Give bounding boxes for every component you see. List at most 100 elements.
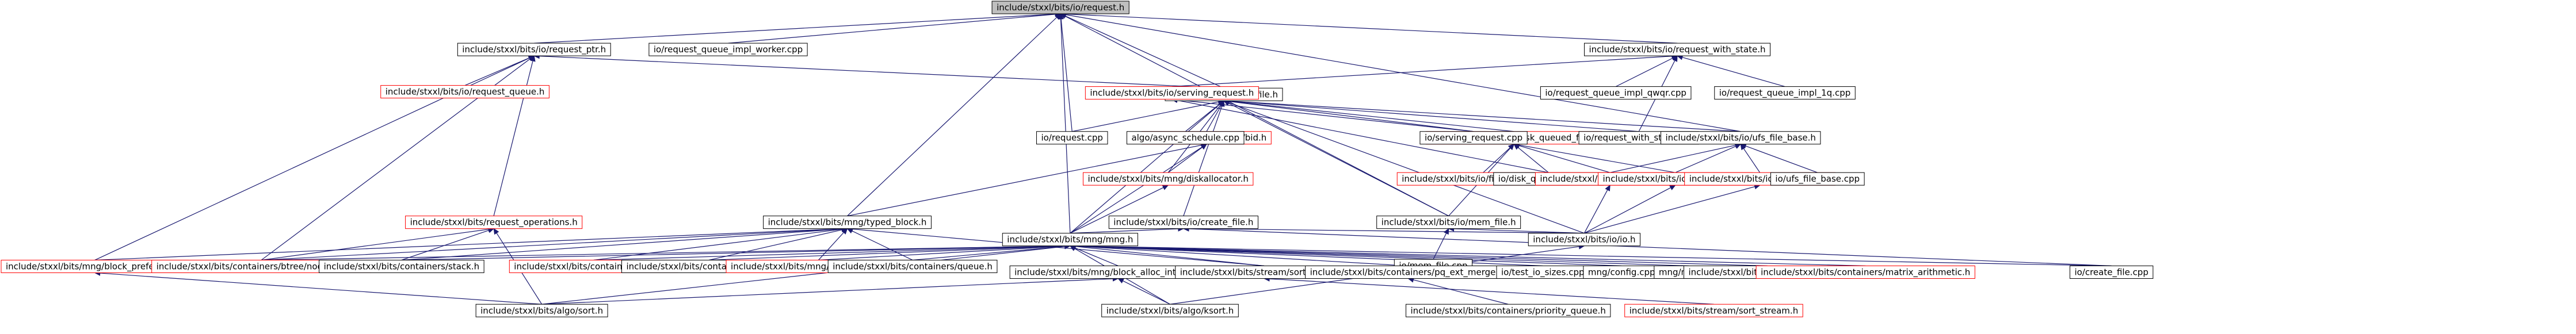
dependency-edge <box>1171 55 1678 87</box>
dependency-edge <box>1060 13 1071 233</box>
dependency-edge <box>1070 245 1409 267</box>
dependency-edge <box>1675 144 1741 173</box>
graph-node-box <box>1085 86 1259 100</box>
graph-node-label: include/stxxl/bits/mng/block_prefetcher.… <box>6 261 184 272</box>
graph-node-label: include/stxxl/bits/mng/block_alloc_inter… <box>1014 267 1222 278</box>
graph-node[interactable]: include/stxxl/bits/containers/matrix_ari… <box>1756 265 1975 279</box>
dependency-edge <box>913 245 1070 261</box>
graph-node-label: include/stxxl/bits/io/request_ptr.h <box>462 44 606 55</box>
graph-node[interactable]: io/request_queue_impl_worker.cpp <box>648 43 808 56</box>
dependency-edge <box>493 55 535 216</box>
graph-node[interactable]: mng/config.cpp <box>1583 265 1661 279</box>
graph-node-box <box>2069 265 2154 279</box>
graph-node[interactable]: include/stxxl/bits/request_operations.h <box>405 216 583 229</box>
graph-node-box <box>380 85 549 99</box>
dependency-edge <box>541 278 1119 305</box>
dependency-edge <box>94 272 542 305</box>
dependency-edge <box>1070 245 1265 267</box>
graph-node[interactable]: include/stxxl/bits/io/request.h <box>991 1 1129 14</box>
graph-node[interactable]: io/serving_request.cpp <box>1419 131 1528 145</box>
graph-node-box <box>991 1 1129 14</box>
graph-node-box <box>1528 233 1641 247</box>
dependency-edge <box>1223 100 1449 217</box>
graph-node-box <box>1002 233 1138 247</box>
dependency-edge <box>261 245 1070 261</box>
graph-node[interactable]: include/stxxl/bits/algo/ksort.h <box>1101 304 1239 317</box>
graph-node[interactable]: include/stxxl/bits/stream/sort_stream.h <box>1624 304 1803 317</box>
graph-node-label: include/stxxl/bits/io/mem_file.h <box>1382 217 1516 228</box>
dependency-edge <box>1433 228 1449 260</box>
graph-node-box <box>1405 304 1611 317</box>
graph-node[interactable]: include/stxxl/bits/mng/block_alloc_inter… <box>1009 265 1227 279</box>
graph-node-label: include/stxxl/bits/io/request.h <box>997 2 1124 13</box>
dependency-edge <box>1171 99 1549 173</box>
graph-node[interactable]: include/stxxl/bits/io/request_queue.h <box>380 85 549 99</box>
graph-node[interactable]: include/stxxl/bits/containers/stack.h <box>319 259 484 273</box>
graph-node[interactable]: include/stxxl/bits/io/io.h <box>1528 233 1641 247</box>
dependency-edge <box>1514 144 1676 173</box>
dependency-edge <box>534 55 1224 89</box>
graph-node[interactable]: include/stxxl/bits/mng/typed_block.h <box>763 216 932 229</box>
dependency-edge <box>1610 144 1741 173</box>
dependency-edge <box>1070 185 1169 234</box>
dependency-arrowhead <box>1669 185 1676 190</box>
dependency-edge <box>1583 185 1611 233</box>
dependency-arrowhead <box>1605 185 1611 191</box>
graph-node-label: include/stxxl/bits/containers/pq_ext_mer… <box>1310 267 1507 278</box>
graph-node[interactable]: include/stxxl/bits/containers/btree/node… <box>151 259 372 273</box>
graph-node[interactable]: include/stxxl/bits/containers/pq_ext_mer… <box>1305 265 1512 279</box>
graph-node-box <box>1126 131 1245 145</box>
dependency-edge <box>1072 100 1224 132</box>
dependency-edge <box>1060 13 1449 217</box>
dependency-edge <box>1408 278 1509 305</box>
graph-node[interactable]: include/stxxl/bits/io/ufs_file_base.h <box>1661 131 1821 145</box>
graph-node[interactable]: include/stxxl/bits/io/mem_file.h <box>1376 216 1521 229</box>
graph-node[interactable]: include/stxxl/bits/containers/priority_q… <box>1405 304 1611 317</box>
graph-node[interactable]: include/stxxl/bits/mng/mng.h <box>1002 233 1138 247</box>
graph-node[interactable]: io/create_file.cpp <box>2069 265 2154 279</box>
dependency-edge <box>709 245 1070 261</box>
graph-node[interactable]: include/stxxl/bits/mng/diskallocator.h <box>1082 172 1254 186</box>
graph-node[interactable]: io/request.cpp <box>1036 131 1108 145</box>
dependency-edge <box>401 228 494 261</box>
dependency-edge <box>1223 100 1741 132</box>
graph-node-box <box>1376 216 1521 229</box>
graph-node[interactable]: include/stxxl/bits/io/request_with_state… <box>1584 43 1771 56</box>
graph-node-label: algo/async_schedule.cpp <box>1131 133 1239 144</box>
dependency-edge <box>1118 278 1170 305</box>
graph-node[interactable]: include/stxxl/bits/algo/sort.h <box>475 304 608 317</box>
dependency-arrowhead <box>1162 185 1169 190</box>
graph-node[interactable]: io/ufs_file_base.cpp <box>1770 172 1865 186</box>
graph-node[interactable]: include/stxxl/bits/io/request_ptr.h <box>457 43 611 56</box>
dependency-edge <box>847 144 1207 217</box>
dependency-edge <box>1171 99 1474 132</box>
graph-node-box <box>1770 172 1865 186</box>
graph-node-label: io/request_queue_impl_worker.cpp <box>654 44 803 55</box>
graph-node-label: include/stxxl/bits/io/serving_request.h <box>1090 88 1254 99</box>
graph-node[interactable]: include/stxxl/bits/mng/block_prefetcher.… <box>1 259 189 273</box>
dependency-edge <box>1677 55 1785 87</box>
graph-node[interactable]: include/stxxl/bits/io/create_file.h <box>1108 216 1258 229</box>
dependency-edge <box>1070 245 1119 267</box>
graph-node-box <box>1036 131 1108 145</box>
graph-node-box <box>1714 86 1856 100</box>
graph-node[interactable]: io/request_queue_impl_qwqr.cpp <box>1540 86 1692 100</box>
dependency-arrowhead <box>1200 144 1207 149</box>
graph-node-label: include/stxxl/bits/containers/priority_q… <box>1410 305 1605 316</box>
graph-node[interactable]: io/test_io_sizes.cpp <box>1496 265 1590 279</box>
dependency-arrowhead <box>1508 143 1515 150</box>
dependency-edge <box>818 228 848 260</box>
dependency-edge <box>1070 144 1207 234</box>
nodes-layer: include/stxxl/bits/io/request.h include/s… <box>1 1 2154 317</box>
dependency-edge <box>1070 245 2112 267</box>
dependency-edge <box>1167 144 1207 173</box>
graph-node[interactable]: io/request_queue_impl_1q.cpp <box>1714 86 1856 100</box>
dependency-edge <box>1070 228 1184 234</box>
graph-node[interactable]: include/stxxl/bits/io/serving_request.h <box>1085 86 1259 100</box>
graph-node-label: include/stxxl/bits/containers/queue.h <box>833 261 993 271</box>
dependency-edge <box>94 228 848 261</box>
graph-node[interactable]: include/stxxl/bits/containers/queue.h <box>827 259 998 273</box>
graph-node[interactable]: algo/async_schedule.cpp <box>1126 131 1245 145</box>
dependency-edge <box>534 13 1061 44</box>
dependency-edge <box>1070 100 1224 234</box>
